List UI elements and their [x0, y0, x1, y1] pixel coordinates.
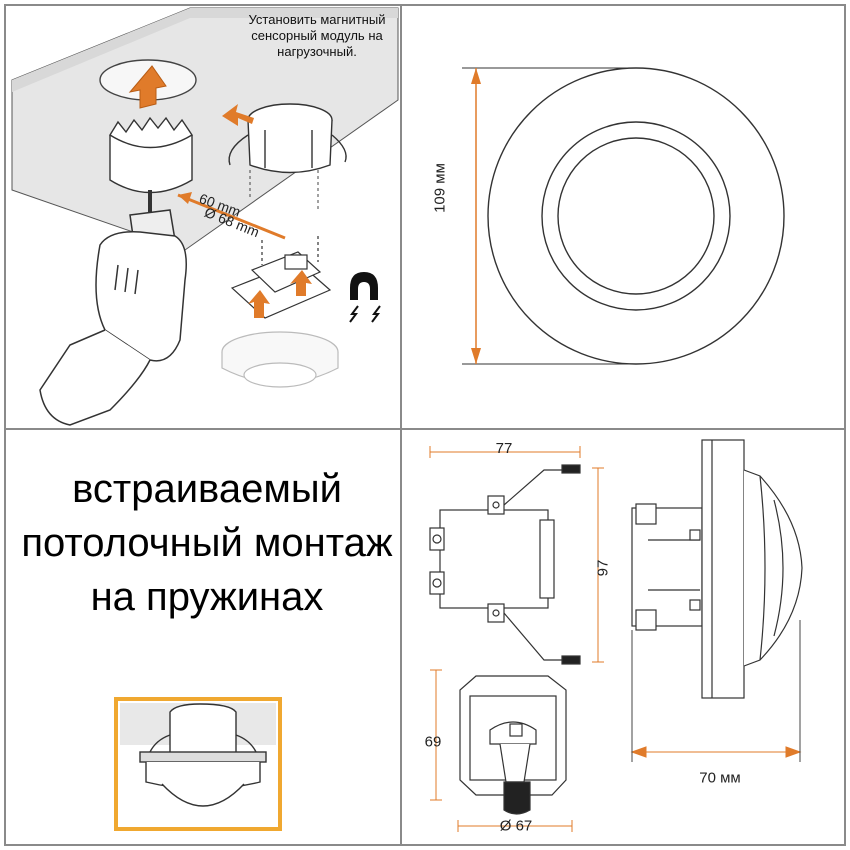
- front-view-panel: [462, 67, 785, 365]
- body-diameter-dimension: [457, 820, 573, 832]
- height-dimension: [592, 467, 604, 663]
- diameter-arrow: [177, 192, 286, 240]
- body-diameter-label: Ø 67: [499, 817, 533, 835]
- left-arrow-icon: [222, 104, 254, 126]
- panel-grid: [4, 4, 846, 846]
- inner-ring: [557, 137, 715, 295]
- box-side-view: [459, 675, 567, 815]
- drill-icon: [39, 209, 187, 426]
- up-arrow-icon: [128, 65, 167, 109]
- middle-ring: [541, 121, 731, 311]
- width-label: 77: [495, 440, 513, 457]
- dimension-drawing: [429, 439, 803, 832]
- magnet-icon: [349, 272, 381, 323]
- mounting-box: [228, 103, 347, 174]
- box-front-view: [429, 464, 581, 665]
- mounting-title: встраиваемый потолочный монтаж на пружин…: [21, 467, 393, 619]
- install-note: Установить магнитный сенсорный модуль на…: [248, 12, 386, 59]
- outer-ring: [487, 67, 785, 365]
- body-height-label: 69: [424, 733, 442, 751]
- install-panel: [11, 7, 399, 426]
- sensor-module: [230, 236, 332, 319]
- side-depth-dimension: [630, 620, 802, 762]
- height-label: 97: [594, 559, 612, 577]
- side-depth-label: 70 мм: [699, 769, 741, 787]
- depth-dimension: [249, 170, 319, 210]
- front-diameter-label: 109 мм: [431, 163, 449, 213]
- mounting-illustration: [114, 697, 282, 831]
- width-dimension: [429, 446, 581, 458]
- sensor-dome: [221, 331, 339, 388]
- module-up-arrow-left: [248, 290, 270, 318]
- module-up-arrow-right: [290, 270, 312, 296]
- body-height-dimension: [430, 669, 442, 801]
- sensor-side-profile: [631, 439, 803, 699]
- hole-saw: [109, 116, 193, 215]
